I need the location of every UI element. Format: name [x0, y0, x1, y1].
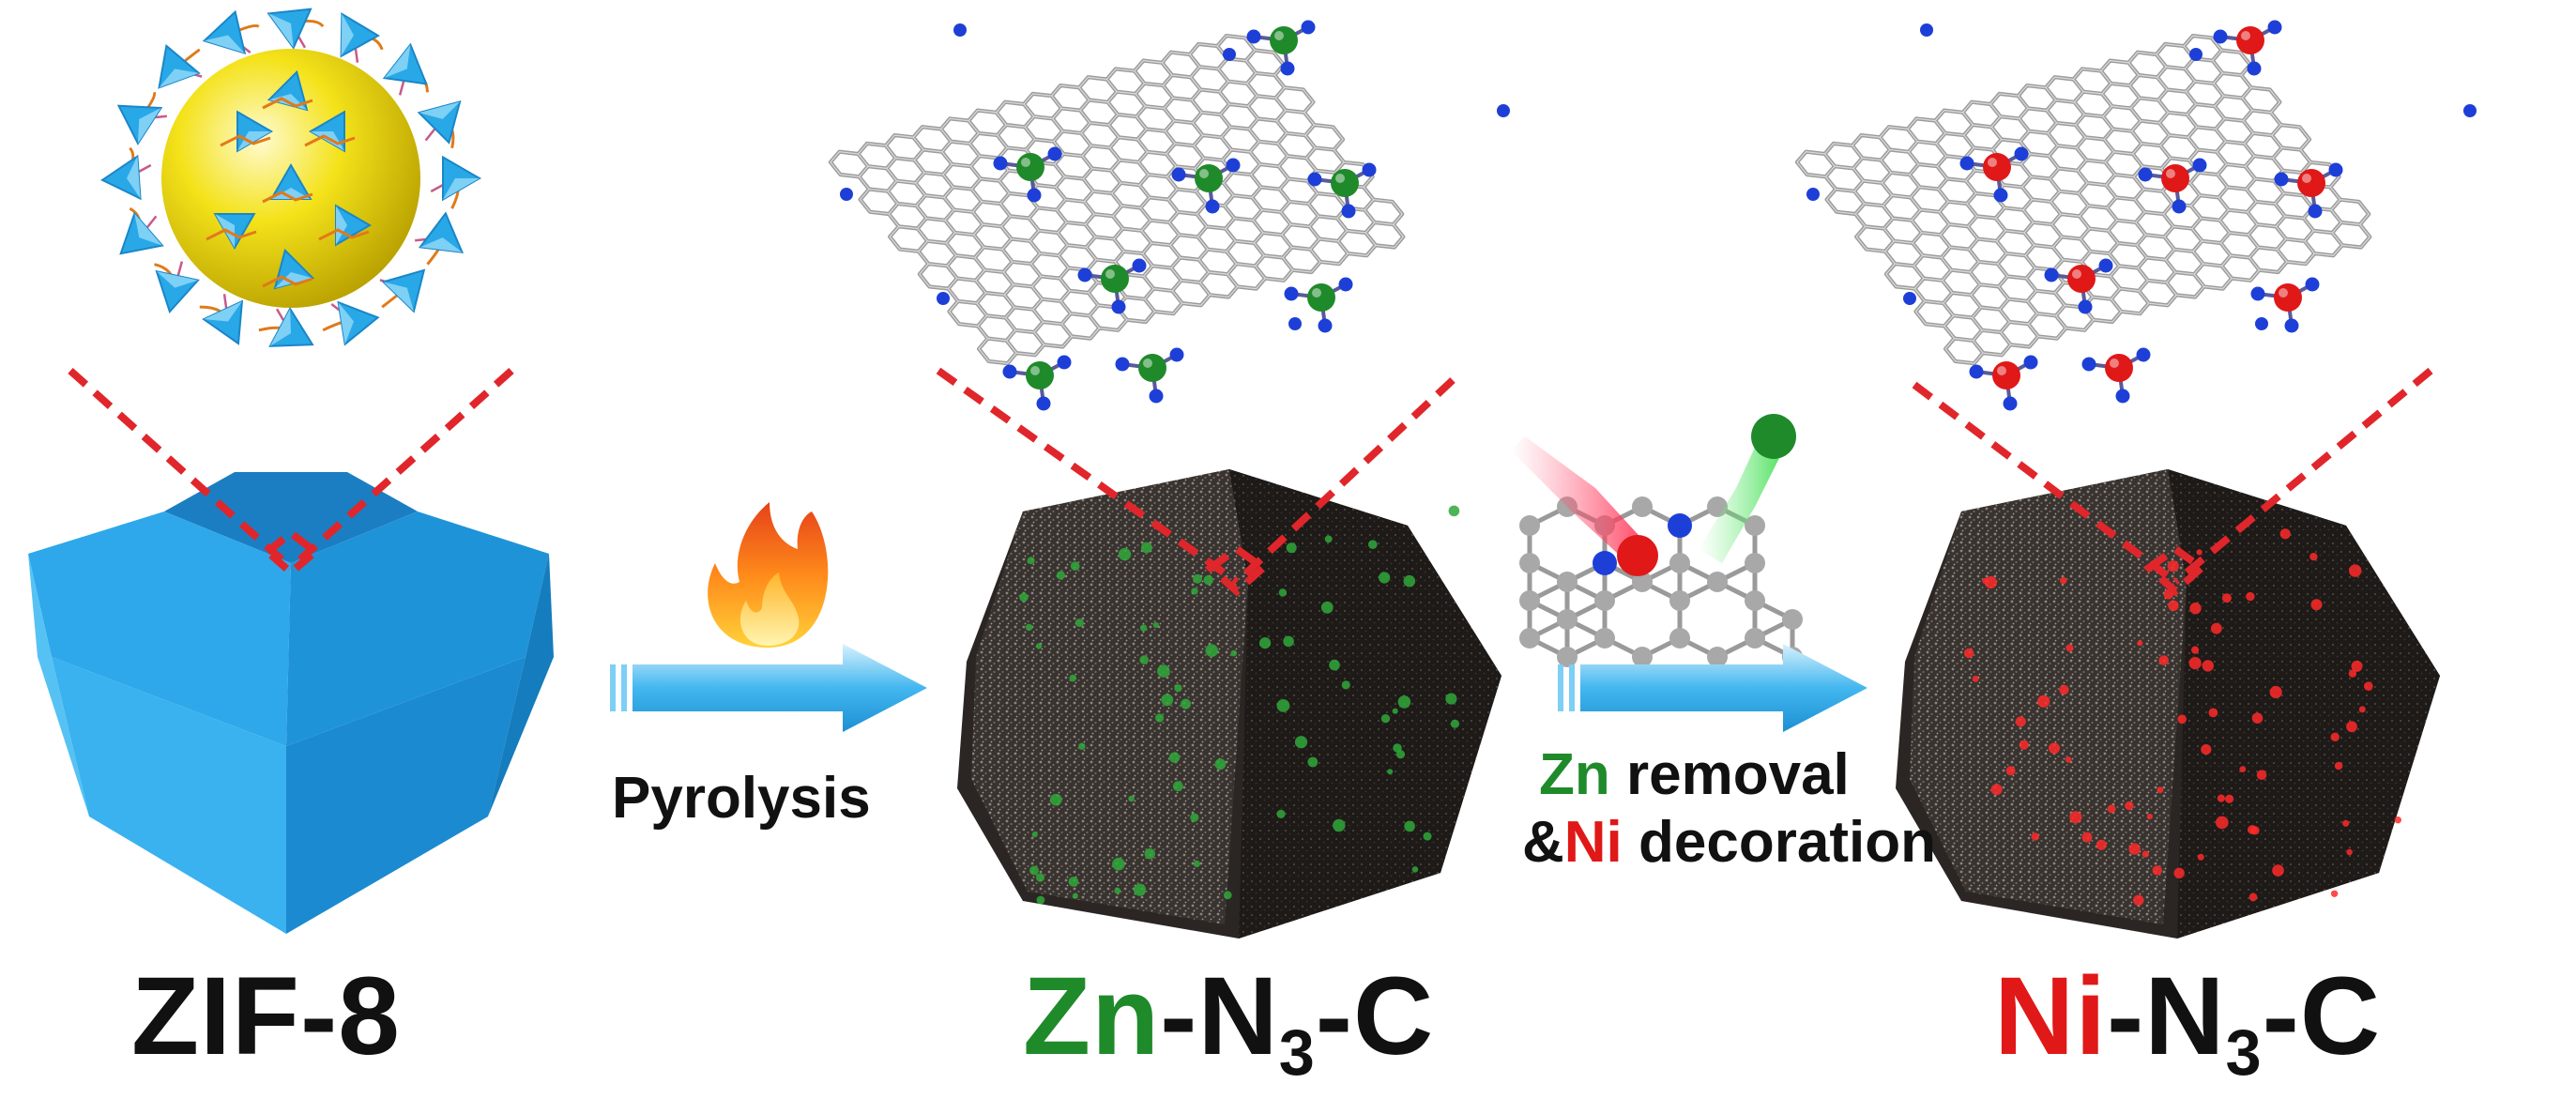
- pyrolysis-arrow: [610, 644, 927, 732]
- arrow-right-icon: [633, 644, 927, 732]
- n-subscript: 3: [2225, 1015, 2263, 1089]
- zif8-zoom-lines: [68, 368, 514, 578]
- crystal-lower-left-facet: [52, 657, 286, 934]
- zn-graphene-sheet: [828, 23, 1510, 366]
- zn-particle-side-facet: [1229, 469, 1501, 939]
- nickel-atom: [1617, 535, 1658, 576]
- n-text: -N: [1160, 954, 1279, 1078]
- ni-metal-text: Ni: [1994, 954, 2107, 1078]
- zn-single-atom-sites: [993, 20, 1377, 411]
- cage-front-units: [206, 69, 373, 290]
- c-text: -C: [2262, 954, 2382, 1078]
- zn-removal-label: Zn removal: [1539, 741, 1850, 808]
- n-text: -N: [2107, 954, 2226, 1078]
- zn-particle: [957, 469, 1501, 939]
- ni-particle-side-facet: [2168, 469, 2440, 939]
- ni-particle: [1896, 469, 2440, 939]
- zinc-beam: [1699, 427, 1788, 563]
- arrow-right-icon: [1580, 644, 1867, 732]
- ni-decoration-label: &Ni decoration: [1522, 809, 1936, 876]
- crystal-right-edge: [488, 554, 554, 816]
- pyrolysis-label: Pyrolysis: [612, 766, 871, 831]
- ni-single-atom-sites: [1959, 20, 2343, 411]
- crystal-right-facet: [286, 511, 549, 746]
- crystal-left-facet: [28, 511, 291, 746]
- ni-graphene-sheet: [1794, 23, 2477, 366]
- exchange-mechanism: [1511, 414, 1803, 667]
- ni-surface-dots: [1963, 528, 2401, 906]
- zinc-atom: [1751, 414, 1796, 459]
- ni-decoration-metal: Ni: [1563, 810, 1623, 875]
- zn-removal-text: removal: [1609, 742, 1850, 807]
- c-text: -C: [1315, 954, 1435, 1078]
- zn-particle-front-facet: [971, 469, 1248, 924]
- crystal-top-facet: [164, 472, 418, 563]
- cage-frame: [100, 8, 481, 347]
- nickel-beam: [1511, 436, 1647, 563]
- zn-zoom-lines: [936, 367, 1456, 597]
- crystal-lower-right-facet: [286, 657, 526, 934]
- ni-particle-front-facet: [1910, 469, 2187, 924]
- flame-icon: [708, 502, 829, 648]
- mechanism-lattice: [1519, 496, 1803, 667]
- ni-n3-c-label: Ni-N3-C: [1994, 953, 2381, 1090]
- ni-zoom-lines: [1912, 367, 2433, 597]
- zif8-cage: [100, 8, 481, 347]
- ni-decoration-prefix: &: [1522, 810, 1564, 875]
- zn-n3-c-label: Zn-N3-C: [1023, 953, 1434, 1090]
- zif8-crystal: [28, 472, 554, 934]
- zn-removal-metal: Zn: [1539, 742, 1610, 807]
- ni-decoration-text: decoration: [1622, 810, 1936, 875]
- zif8-label: ZIF-8: [131, 954, 401, 1078]
- zn-surface-dots: [1019, 505, 1460, 905]
- zn-metal-text: Zn: [1023, 954, 1161, 1078]
- exchange-arrow: [1558, 644, 1867, 732]
- n-subscript: 3: [1278, 1015, 1316, 1089]
